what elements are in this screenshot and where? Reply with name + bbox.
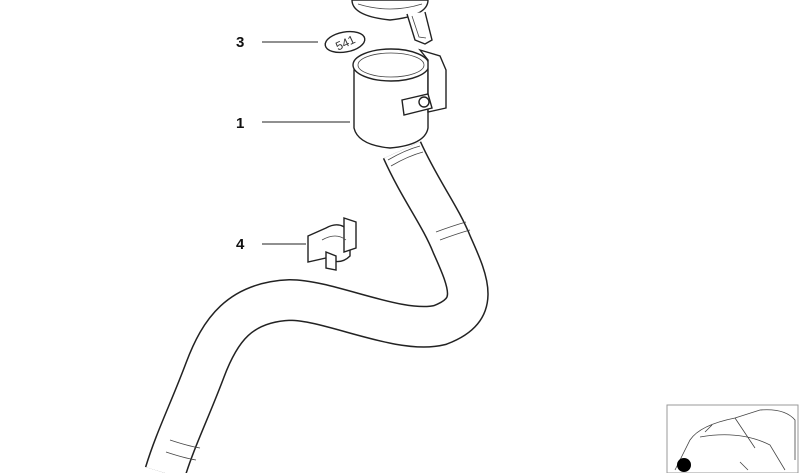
tag-part: 541 [324,30,366,53]
callout-3-label: 3 [236,34,244,51]
filler-neck-part [352,48,447,149]
car-locator-inset [666,404,799,473]
cap-part [351,0,433,45]
clip-part [307,217,357,271]
location-marker [677,458,691,472]
hose-part [144,141,489,473]
callout-4-label: 4 [236,236,245,253]
callout-1-label: 1 [236,115,244,132]
